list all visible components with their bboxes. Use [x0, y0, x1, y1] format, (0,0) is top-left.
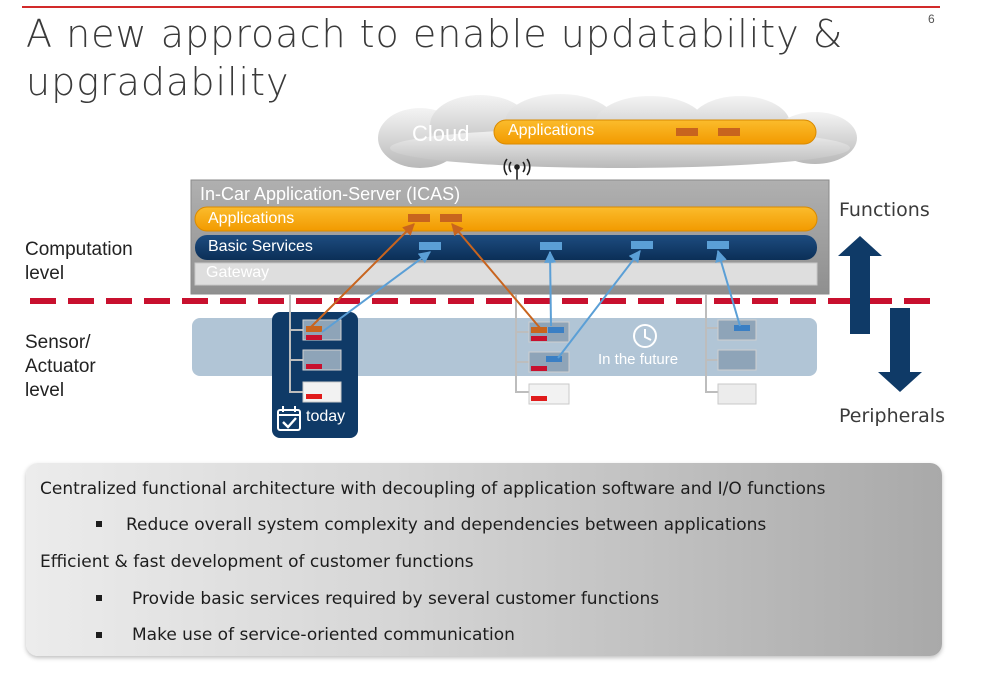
- summary-point-1: Centralized functional architecture with…: [40, 479, 826, 499]
- summary-point-2: Efficient & fast development of customer…: [40, 552, 474, 572]
- icas-app-block: [408, 214, 430, 222]
- bullet-marker: [96, 521, 102, 527]
- wiring: [289, 294, 718, 393]
- page-title: A new approach to enable updatability & …: [26, 12, 844, 104]
- icas-app-block: [440, 214, 462, 222]
- peripherals-down-arrow: [878, 308, 922, 392]
- service-block: [419, 242, 441, 250]
- calendar-check-icon: [277, 406, 301, 431]
- today-label: today: [306, 408, 346, 425]
- header-rule: [22, 6, 940, 8]
- cloud-label: Cloud: [412, 121, 470, 146]
- functions-label: Functions: [839, 199, 930, 221]
- basic-services-label: Basic Services: [208, 238, 313, 255]
- sensor-level-label: Sensor/ Actuator level: [25, 332, 96, 401]
- clock-icon: [633, 324, 657, 348]
- cloud-applications-label: Applications: [508, 122, 595, 139]
- middle-ecus: [528, 321, 570, 405]
- cloud-app-block: [718, 128, 740, 136]
- icas-title: In-Car Application-Server (ICAS): [200, 184, 461, 204]
- cloud-applications-bar: [493, 119, 817, 145]
- today-ecus: [302, 319, 342, 403]
- page-number: 6: [928, 12, 935, 26]
- gateway-bar: [194, 262, 818, 286]
- bullet-marker: [96, 632, 102, 638]
- service-block: [540, 242, 562, 250]
- computation-level-label: Computation level: [25, 239, 133, 284]
- icas-applications-bar: [194, 206, 818, 232]
- antenna-icon: [503, 158, 531, 181]
- service-block: [631, 241, 653, 249]
- summary-subpoint-2: Provide basic services required by sever…: [132, 589, 660, 609]
- summary-subpoint-1: Reduce overall system complexity and dep…: [126, 515, 767, 535]
- basic-services-bar: [195, 235, 817, 260]
- functions-up-arrow: [838, 236, 882, 334]
- bullet-marker: [96, 595, 102, 601]
- future-label: In the future: [598, 351, 679, 368]
- today-box: [272, 312, 358, 438]
- cloud-app-block: [676, 128, 698, 136]
- peripherals-label: Peripherals: [839, 405, 945, 427]
- service-block: [707, 241, 729, 249]
- service-arrows: [309, 223, 741, 359]
- right-ecus: [717, 319, 757, 405]
- summary-subpoint-3: Make use of service-oriented communicati…: [132, 625, 515, 645]
- summary-box: Centralized functional architecture with…: [26, 463, 942, 656]
- gateway-label: Gateway: [206, 264, 270, 281]
- icas-applications-label: Applications: [208, 210, 295, 227]
